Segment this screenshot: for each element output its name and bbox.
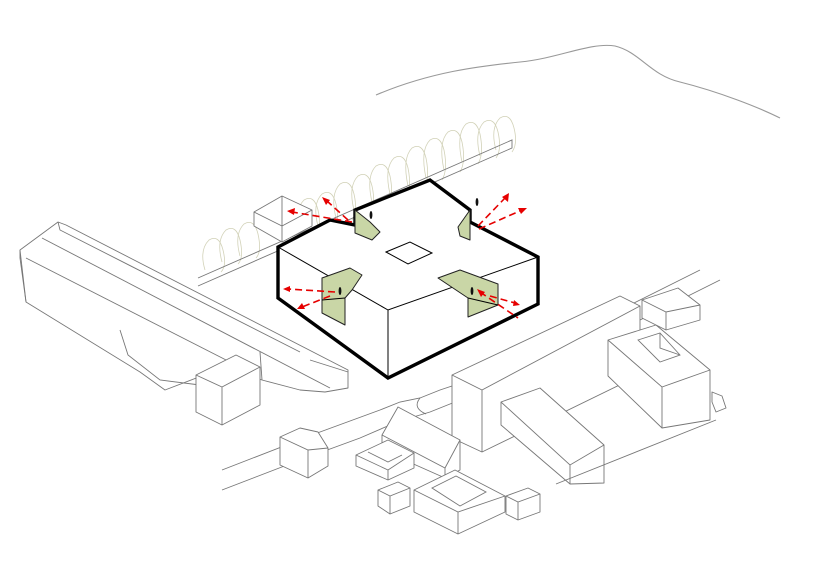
view-plane-northwest (354, 209, 381, 241)
view-plane-northeast (457, 209, 471, 241)
eye-icon (338, 287, 342, 295)
small-block-northeast (641, 287, 701, 331)
main-building-edges (277, 246, 539, 378)
eye-icon (475, 198, 479, 206)
eye-icon (470, 287, 474, 295)
block-west (195, 354, 261, 426)
view-plane-southwest (321, 267, 363, 326)
east-base-strip (555, 419, 717, 485)
small-block-southeast (505, 487, 541, 521)
roof-skylight (384, 241, 434, 265)
courtyard-block-east (607, 324, 711, 429)
house-south-west (279, 427, 329, 479)
main-building-outline (276, 178, 540, 380)
block-east-mid (500, 387, 605, 485)
east-small-pier (711, 391, 727, 413)
pavilion (253, 195, 313, 243)
eye-icon (369, 211, 373, 219)
courtyard-building-south (413, 469, 506, 535)
eye-markers (338, 198, 479, 295)
house-south-hipped (355, 439, 415, 481)
long-building (19, 221, 349, 393)
view-plane-southeast (437, 269, 499, 318)
main-building (276, 178, 540, 380)
view-arrows (283, 193, 527, 319)
hill-silhouette (375, 44, 781, 119)
small-block-south (377, 481, 411, 515)
tree-row (202, 115, 516, 273)
